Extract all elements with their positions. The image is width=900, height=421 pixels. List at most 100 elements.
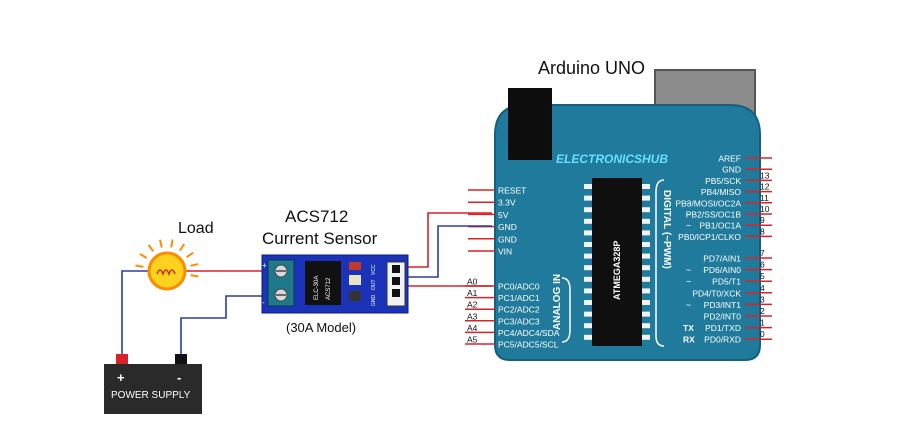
digital-pin-number: 8 <box>760 226 765 236</box>
digital-pin-number: 2 <box>760 306 765 316</box>
digital-pin-label: PD3/INT1 <box>704 300 742 310</box>
mcu-pin <box>642 311 650 317</box>
current-sensor-module: ACS712 Current Sensor + - ELC-30A ACS712… <box>261 207 409 335</box>
analog-pin-name: A2 <box>467 300 478 310</box>
digital-pin-number: 4 <box>760 283 765 293</box>
analog-pin-name: A1 <box>467 288 478 298</box>
wire-vcc-5v <box>407 212 492 268</box>
mcu-label: ATMEGA328P <box>612 241 622 300</box>
mcu-pin <box>584 334 592 340</box>
smd-component <box>349 262 361 270</box>
sensor-title-line2: Current Sensor <box>262 229 378 248</box>
load-label: Load <box>178 220 214 237</box>
pin-label-out: OUT <box>371 279 377 290</box>
analog-pin-name: A0 <box>467 277 478 287</box>
mcu-pin <box>584 276 592 282</box>
mcu-pin <box>642 242 650 247</box>
supply-plus-label: + <box>117 370 125 385</box>
smd-component <box>349 275 361 285</box>
bulb-ray <box>139 252 148 259</box>
mcu-pin <box>642 300 650 305</box>
analog-in-label: ANALOG IN <box>552 274 563 330</box>
pin-label-gnd: GND <box>371 295 377 307</box>
power-pin-label: RESET <box>498 186 526 196</box>
digital-pin-number: 5 <box>760 271 765 281</box>
digital-pin-label: PB5/SCK <box>705 176 741 186</box>
digital-pin-label: PB1/OC1A <box>699 221 741 231</box>
analog-pin-name: A3 <box>467 311 478 321</box>
digital-bracket <box>655 179 665 347</box>
digital-pin-header: AREFGNDPB5/SCK13PB4/MISO12PB3/MOSI/OC2A1… <box>675 154 772 345</box>
mcu-pin <box>642 253 650 259</box>
mcu-pins <box>584 184 650 340</box>
pwm-mark: ~ <box>686 300 691 310</box>
mcu-pin <box>584 311 592 317</box>
bulb-ray <box>135 264 144 268</box>
arduino-board: ELECTRONICSHUB ATMEGA328P ANALOG IN DIGI… <box>465 69 772 361</box>
bulb-ray <box>159 239 163 248</box>
terminal-minus: - <box>262 298 265 307</box>
digital-pin-number: 11 <box>760 193 769 203</box>
digital-pin-label: PD4/T0/XCK <box>692 288 741 298</box>
power-pin-label: 3.3V <box>498 198 516 208</box>
sensor-model: (30A Model) <box>286 320 356 335</box>
digital-pin-number: 3 <box>760 294 765 304</box>
chip-text-1: ELC-30A <box>314 276 320 300</box>
mcu-pin <box>584 253 592 259</box>
mcu-pin <box>584 207 592 213</box>
bulb-ray <box>170 239 174 248</box>
pin-label-vcc: VCC <box>371 264 377 275</box>
digital-pin-number: 12 <box>760 182 770 192</box>
supply-plus-terminal <box>116 354 128 366</box>
bulb-ray <box>179 243 186 252</box>
bulb-filament-icon <box>156 269 176 277</box>
digital-pin-number: 7 <box>760 248 765 258</box>
power-supply: + - POWER SUPPLY <box>104 354 202 414</box>
bulb-ray <box>190 263 199 267</box>
mcu-pin <box>584 300 592 305</box>
digital-pin-number: 1 <box>760 318 765 328</box>
pwm-mark: ~ <box>686 265 691 275</box>
pwm-mark: ~ <box>686 221 691 231</box>
digital-pin-label: PB3/MOSI/OC2A <box>675 198 741 208</box>
mcu-pin <box>642 265 650 271</box>
wire-gnd-gnd <box>407 225 492 278</box>
digital-pin-label: PD1/TXD <box>705 323 741 333</box>
terminal-plus: + <box>262 261 267 270</box>
digital-pin-label: PB4/MISO <box>701 187 742 197</box>
mcu-pin <box>642 218 650 224</box>
serial-tag: RX <box>683 335 695 345</box>
digital-pin-number: 6 <box>760 260 765 270</box>
dc-power-jack <box>508 88 552 160</box>
chip-text-2: ACS712 <box>326 277 332 300</box>
analog-port-label: PC1/ADC1 <box>498 293 540 303</box>
analog-port-label: PC5/ADC5/SCL <box>498 340 559 350</box>
pin-vcc <box>392 265 400 273</box>
digital-pin-label: GND <box>722 165 741 175</box>
bulb-ray <box>186 251 194 259</box>
digital-pin-label: PD7/AIN1 <box>703 254 741 264</box>
acs712-chip <box>305 261 341 305</box>
brand-text: ELECTRONICSHUB <box>556 152 668 166</box>
mcu-pin <box>584 242 592 247</box>
supply-minus-terminal <box>175 354 187 366</box>
pwm-mark: ~ <box>686 198 691 208</box>
power-pin-label: VIN <box>498 247 512 257</box>
power-pin-label: GND <box>498 222 517 232</box>
digital-pin-number: 0 <box>760 329 765 339</box>
mcu-pin <box>642 230 650 236</box>
digital-pin-label: PD6/AIN0 <box>703 265 741 275</box>
digital-pin-number: 10 <box>760 204 770 214</box>
serial-tag: TX <box>683 323 694 333</box>
wire-load-supply-plus <box>121 270 148 356</box>
analog-port-label: PC3/ADC3 <box>498 316 540 326</box>
diagram-title: Arduino UNO <box>538 58 645 78</box>
load-bulb: Load <box>135 220 214 291</box>
digital-pin-number: 13 <box>760 170 770 180</box>
pwm-mark: ~ <box>686 277 691 287</box>
pin-out <box>392 277 400 285</box>
mcu-pin <box>642 334 650 340</box>
mcu-pin <box>642 288 650 294</box>
power-pin-label: 5V <box>498 210 509 220</box>
mcu-pin <box>642 207 650 213</box>
